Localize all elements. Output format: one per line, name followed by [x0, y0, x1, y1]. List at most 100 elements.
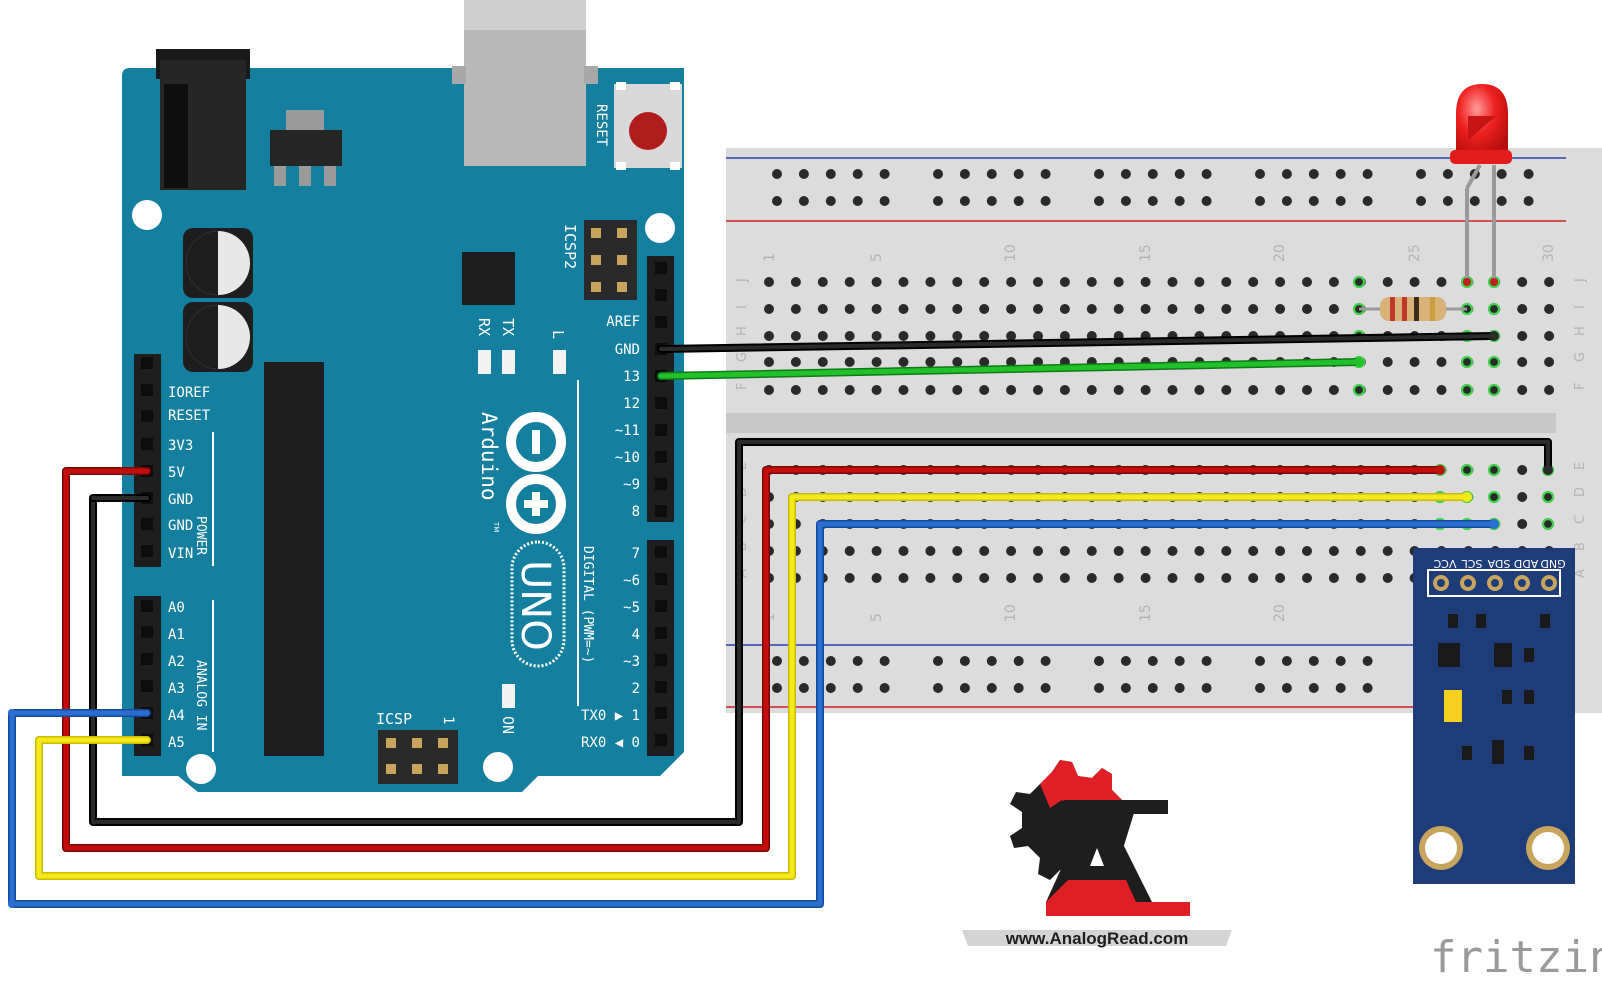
- breadboard-hole: [1194, 546, 1205, 556]
- sensor-pin-labels: GND ADD SDA SCL VCC: [1433, 557, 1565, 570]
- arduino-tm-mark: TM: [492, 521, 500, 532]
- wire-red-5v: [62, 466, 1444, 852]
- sensor-pin-sda: SDA: [1487, 557, 1510, 570]
- pin-label-a2: A2: [168, 654, 185, 670]
- breadboard-hole: [1120, 683, 1131, 693]
- breadboard-hole: [933, 656, 943, 666]
- breadboard-hole: [1120, 169, 1131, 179]
- breadboard-hole: [1302, 546, 1312, 556]
- pin-label-4: 4: [632, 627, 640, 643]
- power-group-label: POWER: [193, 516, 208, 555]
- breadboard-hole: [1302, 573, 1312, 583]
- reset-label: RESET: [593, 104, 609, 147]
- breadboard-hole: [1006, 546, 1017, 556]
- capacitor-1: [183, 228, 253, 298]
- breadboard-hole: [844, 385, 855, 395]
- uno-model-text: UNO: [512, 560, 558, 651]
- breadboard-hole: [952, 573, 963, 583]
- pin-label-gnd-digital: GND: [615, 342, 640, 358]
- row-letter-a-right: A: [1573, 569, 1588, 578]
- power-pin-labels: IOREF RESET 3V3 5V GND GND VIN: [168, 385, 211, 562]
- breadboard-hole: [790, 277, 801, 287]
- breadboard-hole: [1382, 573, 1393, 583]
- rx-label: RX: [475, 318, 493, 336]
- col-number-15: 15: [1138, 244, 1154, 262]
- pin-label-6: ~6: [623, 573, 640, 589]
- breadboard-hole: [1517, 492, 1528, 502]
- header-pin: [655, 316, 667, 328]
- breadboard-hole: [1113, 304, 1124, 314]
- breadboard-hole: [764, 357, 774, 367]
- breadboard-hole: [1194, 385, 1205, 395]
- header-pin: [655, 262, 667, 274]
- breadboard-hole: [825, 683, 836, 693]
- resistor: [1359, 297, 1467, 321]
- breadboard-hole: [1086, 573, 1097, 583]
- pin-label-5: ~5: [623, 600, 640, 616]
- header-pin: [655, 600, 667, 612]
- breadboard-hole: [1006, 573, 1017, 583]
- header-pin: [141, 626, 153, 638]
- breadboard-hole: [844, 331, 855, 341]
- arduino-uno-board: RESET ICSP2 ICSP 1 TX RX L ON: [122, 0, 684, 792]
- breadboard-hole: [879, 196, 890, 206]
- breadboard-hole: [1517, 304, 1528, 314]
- row-letter-g-left: G: [735, 352, 750, 362]
- breadboard-hole: [1409, 357, 1420, 367]
- header-pin: [655, 397, 667, 409]
- l-led: [553, 350, 566, 374]
- breadboard-hole: [1167, 277, 1178, 287]
- breadboard-hole: [1140, 573, 1151, 583]
- row-letter-i-right: I: [1573, 305, 1588, 309]
- uno-badge: [510, 540, 566, 668]
- header-pin: [655, 681, 667, 693]
- breadboard-hole: [1302, 277, 1312, 287]
- breadboard-hole: [1221, 385, 1232, 395]
- header-pin: [655, 478, 667, 490]
- breadboard-hole: [1147, 656, 1158, 666]
- breadboard-hole: [1033, 277, 1043, 287]
- red-led: [1450, 84, 1512, 286]
- sensor-pin-vcc: VCC: [1433, 557, 1456, 570]
- header-pin: [655, 424, 667, 436]
- breadboard-hole: [1167, 546, 1178, 556]
- mounting-hole: [483, 752, 513, 782]
- breadboard-hole: [952, 304, 963, 314]
- breadboard-hole: [1013, 656, 1024, 666]
- sensor-pin-gnd: GND: [1540, 557, 1565, 570]
- breadboard-hole: [1335, 196, 1346, 206]
- breadboard-hole: [764, 277, 774, 287]
- header-pin: [141, 410, 153, 422]
- header-pin: [655, 505, 667, 517]
- header-pin: [141, 438, 153, 450]
- breadboard-hole: [1517, 465, 1528, 475]
- breadboard-hole: [1033, 546, 1043, 556]
- breadboard-hole: [1496, 169, 1507, 179]
- pin-label-a1: A1: [168, 627, 185, 643]
- breadboard-hole: [844, 304, 855, 314]
- header-pin: [655, 627, 667, 639]
- breadboard-hole: [952, 385, 963, 395]
- pin-label-2: 2: [632, 681, 640, 697]
- breadboard-hole: [952, 331, 963, 341]
- breadboard-hole: [1275, 277, 1286, 287]
- breadboard-hole: [1094, 683, 1104, 693]
- breadboard-hole: [1248, 304, 1259, 314]
- breadboard-hole: [772, 683, 782, 693]
- breadboard-hole: [798, 683, 809, 693]
- arduino-infinity-logo: [506, 412, 566, 534]
- breadboard-hole: [1255, 683, 1265, 693]
- breadboard-hole: [1113, 573, 1124, 583]
- analogread-logo: www.AnalogRead.com: [962, 760, 1232, 948]
- breadboard-hole: [1113, 385, 1124, 395]
- breadboard-hole: [1033, 331, 1043, 341]
- wires: [8, 331, 1553, 908]
- reset-button[interactable]: [614, 82, 682, 170]
- l-label: L: [549, 330, 567, 339]
- breadboard-hole: [933, 196, 943, 206]
- breadboard-hole: [1328, 573, 1339, 583]
- breadboard-hole: [1194, 277, 1205, 287]
- breadboard-hole: [1355, 546, 1366, 556]
- breadboard-hole: [986, 169, 997, 179]
